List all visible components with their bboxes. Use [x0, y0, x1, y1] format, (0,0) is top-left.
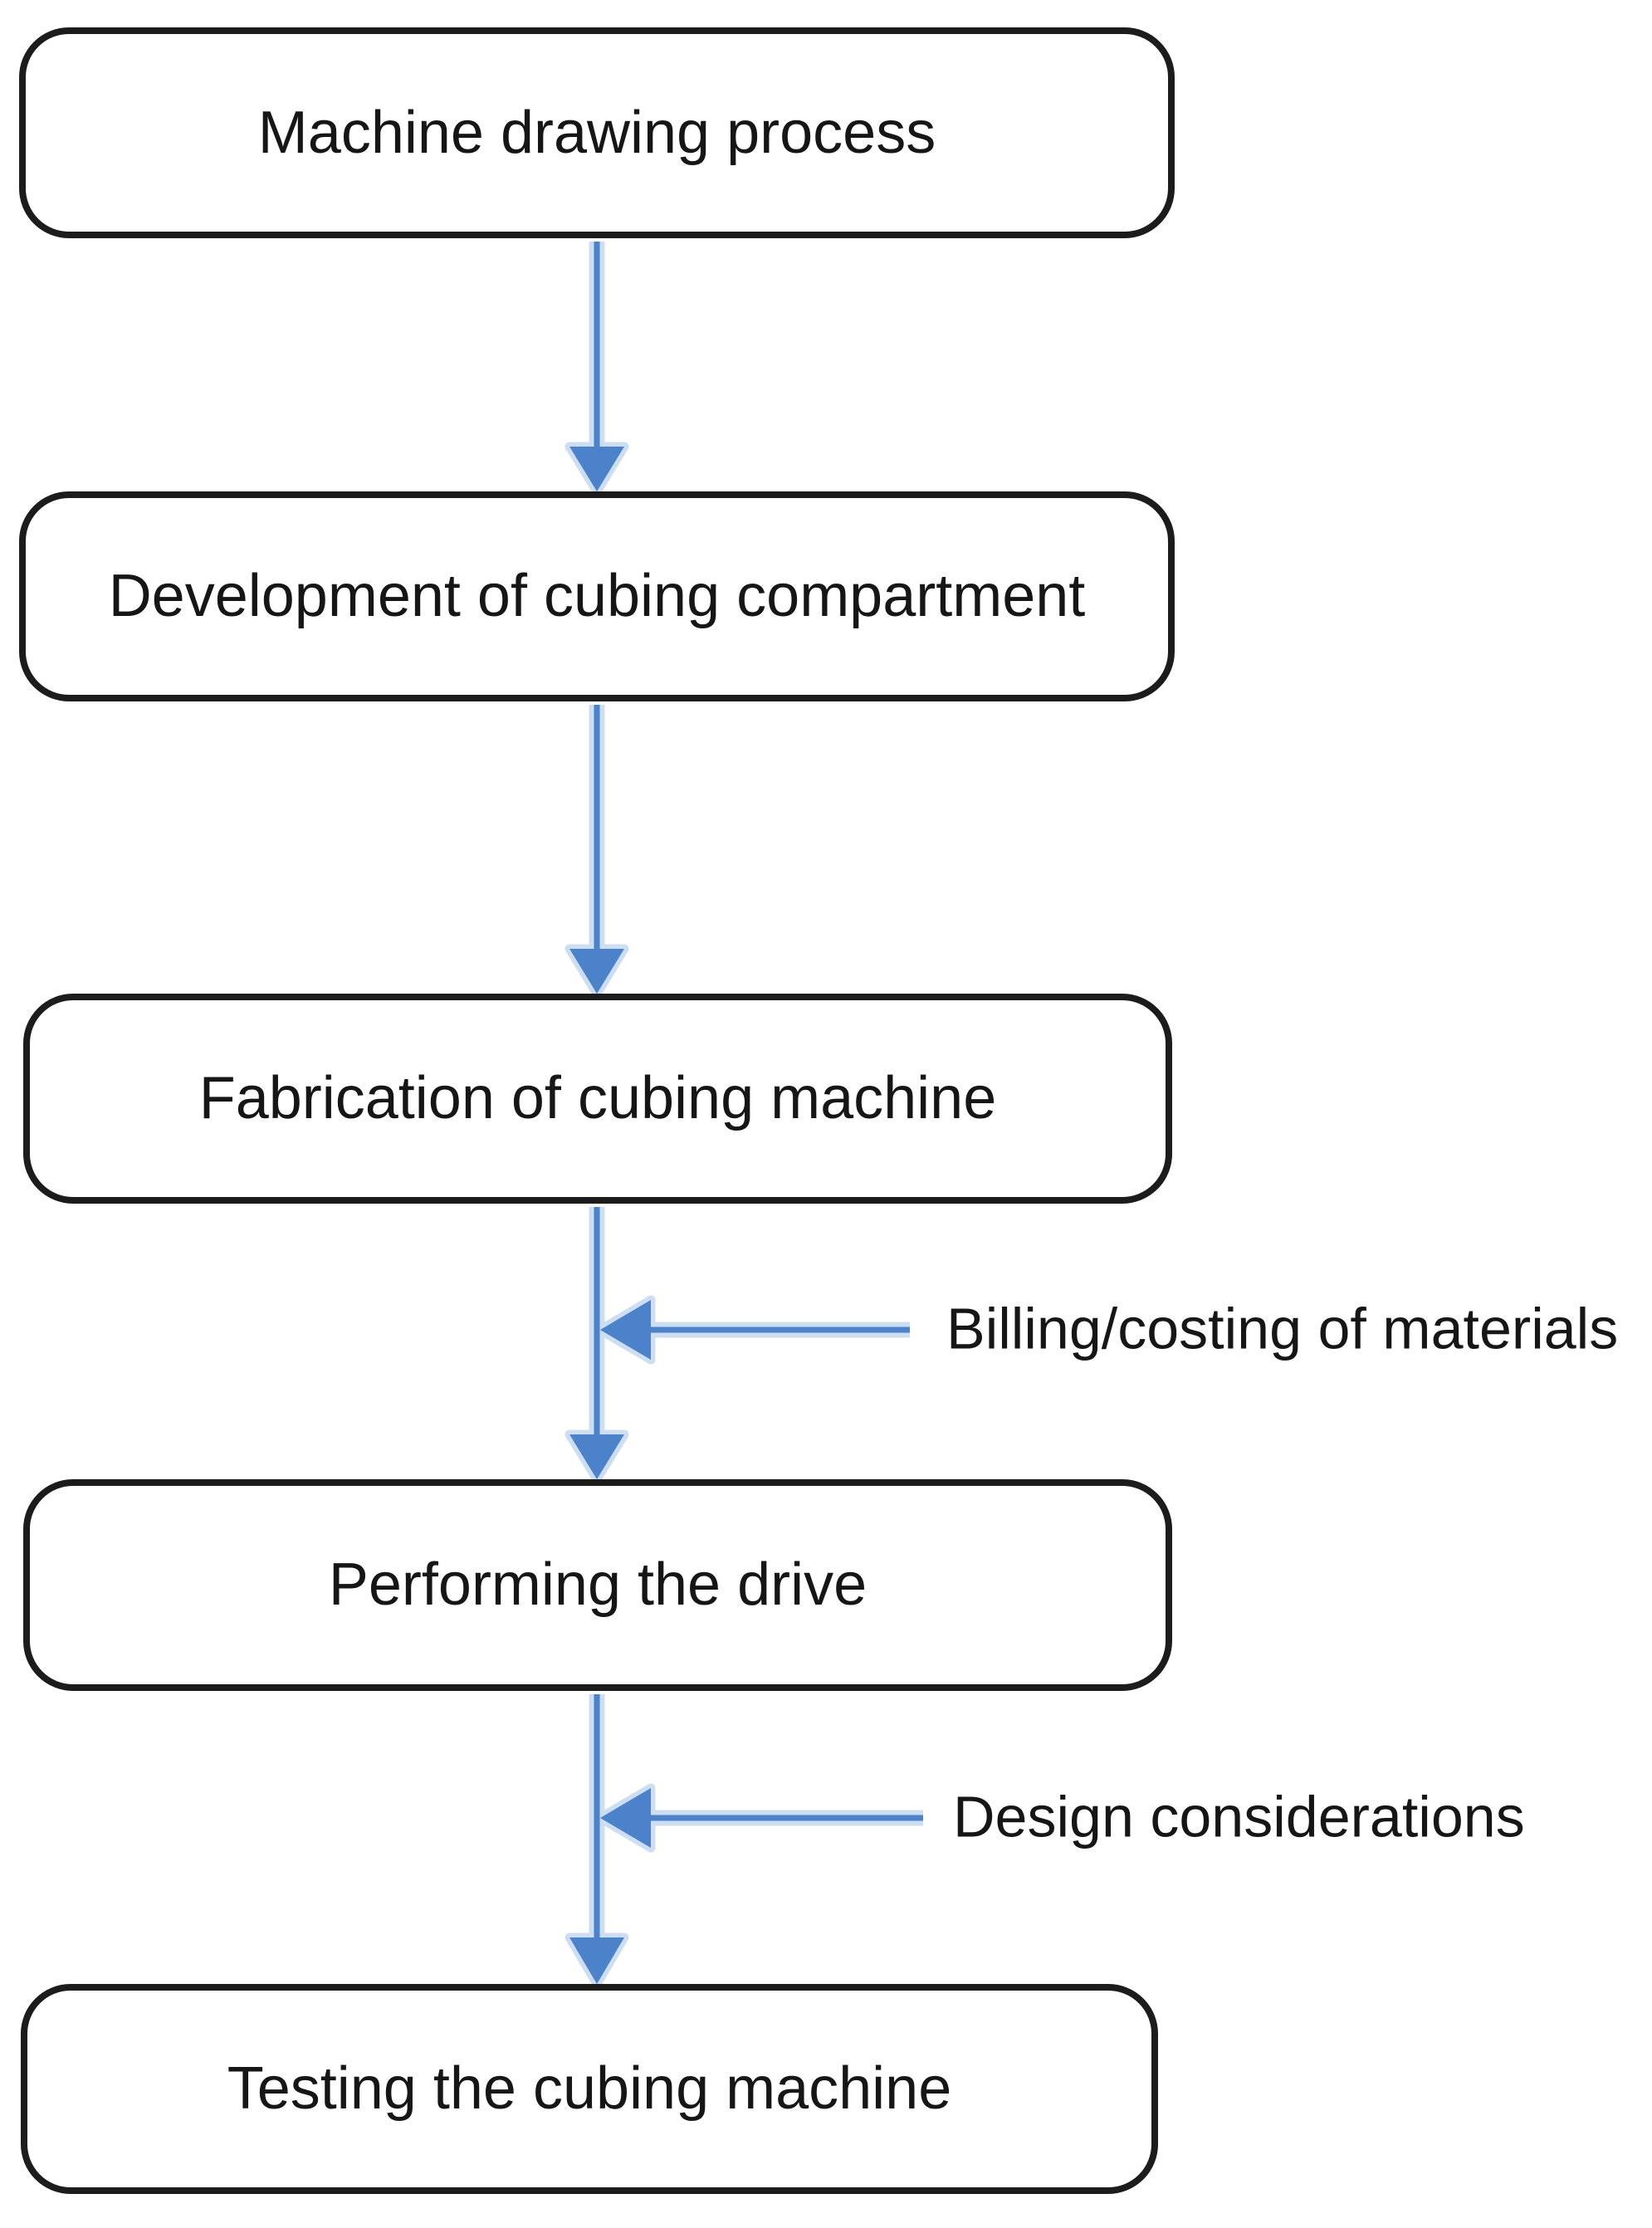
arrow-step1-to-step2 — [569, 242, 624, 491]
flow-box-development-of-cubing-compartment: Development of cubing compartment — [19, 491, 1175, 701]
flow-box-label: Fabrication of cubing machine — [198, 1065, 997, 1132]
arrow-step2-to-step3 — [569, 705, 624, 994]
arrow-design-merge — [600, 1788, 923, 1848]
flow-box-label: Development of cubing compartment — [108, 563, 1086, 630]
side-label-design-considerations: Design considerations — [953, 1784, 1525, 1849]
arrow-billing-merge — [600, 1300, 910, 1360]
flow-box-label: Testing the cubing machine — [227, 2055, 952, 2123]
arrow-step3-to-step4 — [569, 1207, 624, 1479]
arrow-core-layer — [569, 242, 923, 1984]
flow-box-label: Performing the drive — [328, 1551, 868, 1619]
flow-box-machine-drawing-process: Machine drawing process — [19, 27, 1175, 238]
flow-box-fabrication-of-cubing-machine: Fabrication of cubing machine — [23, 994, 1172, 1204]
flow-box-testing-the-cubing-machine: Testing the cubing machine — [21, 1984, 1158, 2194]
side-label-billing-costing-of-materials: Billing/costing of materials — [946, 1296, 1619, 1361]
flow-box-label: Machine drawing process — [257, 99, 936, 166]
flow-box-performing-the-drive: Performing the drive — [23, 1479, 1172, 1691]
arrow-step4-to-step5 — [569, 1694, 624, 1984]
